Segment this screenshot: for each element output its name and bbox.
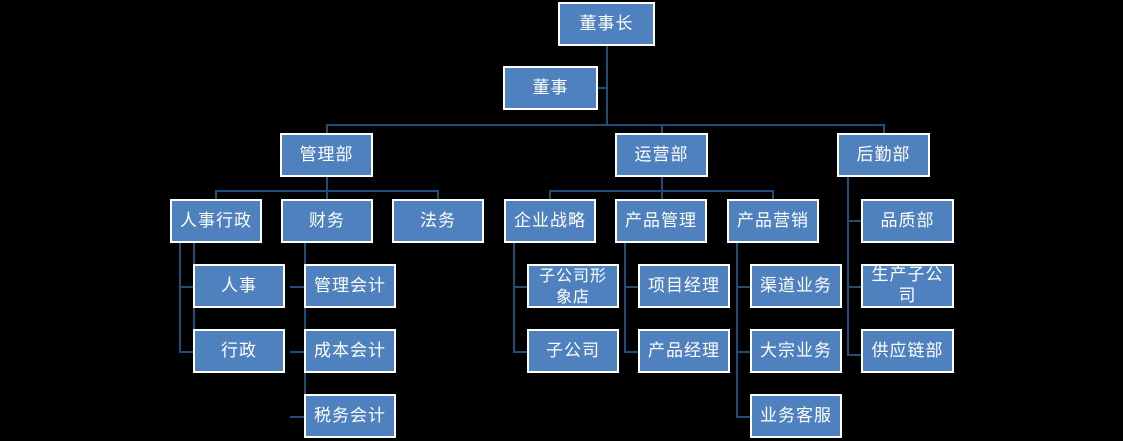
connector-level2-drop-logistics xyxy=(883,124,885,133)
node-bulk-business[interactable]: 大宗业务 xyxy=(750,329,842,373)
connector-logistics-to-quality xyxy=(847,220,861,222)
connector-hr-admin-left-spine xyxy=(179,243,181,353)
connector-product-marketing-to-bulk xyxy=(736,351,750,353)
connector-corp-strategy-to-subsidiary xyxy=(513,351,527,353)
connector-logistics-spine xyxy=(847,177,849,355)
connector-hr-admin-to-hr xyxy=(179,286,193,288)
node-production-subsidiary[interactable]: 生产子公司 xyxy=(861,264,954,308)
connector-product-mgmt-to-project-manager xyxy=(624,286,638,288)
connector-operations-drop-corp-strategy xyxy=(549,190,551,199)
node-product-management[interactable]: 产品管理 xyxy=(615,199,707,243)
connector-management-drop-hr-admin xyxy=(215,190,217,199)
node-hr-admin[interactable]: 人事行政 xyxy=(170,199,262,243)
connector-product-mgmt-spine xyxy=(624,243,626,353)
node-channel-business[interactable]: 渠道业务 xyxy=(750,264,842,308)
node-supply-chain-department[interactable]: 供应链部 xyxy=(861,329,954,373)
connector-management-drop-legal xyxy=(437,190,439,199)
connector-corp-strategy-to-image-store xyxy=(513,286,527,288)
connector-finance-to-tax-accounting xyxy=(290,416,304,418)
node-hr[interactable]: 人事 xyxy=(193,264,285,308)
connector-chairman-to-director-horizontal xyxy=(598,87,608,89)
node-management-department[interactable]: 管理部 xyxy=(280,133,373,177)
connector-product-marketing-to-customer-service xyxy=(736,416,750,418)
connector-management-trunk xyxy=(326,177,328,191)
connector-product-mgmt-to-product-manager xyxy=(624,351,638,353)
connector-management-drop-finance xyxy=(326,190,328,199)
connector-operations-drop-product-mgmt xyxy=(661,190,663,199)
node-legal[interactable]: 法务 xyxy=(392,199,484,243)
connector-finance-to-mgmt-accounting xyxy=(290,286,304,288)
connector-level2-bus xyxy=(326,124,884,126)
node-logistics-department[interactable]: 后勤部 xyxy=(837,133,930,177)
node-finance[interactable]: 财务 xyxy=(281,199,373,243)
connector-chairman-to-director-vertical xyxy=(606,46,608,88)
node-subsidiary-image-store[interactable]: 子公司形象店 xyxy=(527,264,619,308)
node-product-manager[interactable]: 产品经理 xyxy=(638,329,730,373)
connector-finance-to-cost-accounting xyxy=(290,351,304,353)
node-customer-service[interactable]: 业务客服 xyxy=(750,394,842,438)
connector-hr-admin-to-admin xyxy=(179,351,193,353)
node-product-marketing[interactable]: 产品营销 xyxy=(727,199,819,243)
node-tax-accounting[interactable]: 税务会计 xyxy=(304,394,396,438)
connector-operations-trunk xyxy=(661,177,663,191)
node-cost-accounting[interactable]: 成本会计 xyxy=(304,329,396,373)
node-director[interactable]: 董事 xyxy=(503,66,598,110)
node-chairman[interactable]: 董事长 xyxy=(558,2,655,46)
connector-level2-drop-management xyxy=(326,124,328,133)
connector-corp-strategy-spine xyxy=(513,243,515,353)
connector-product-marketing-spine xyxy=(736,243,738,418)
node-project-manager[interactable]: 项目经理 xyxy=(638,264,730,308)
node-corp-strategy[interactable]: 企业战略 xyxy=(504,199,596,243)
node-operations-department[interactable]: 运营部 xyxy=(615,133,708,177)
connector-product-marketing-to-channel xyxy=(736,286,750,288)
connector-logistics-to-supply-chain xyxy=(847,354,861,356)
node-management-accounting[interactable]: 管理会计 xyxy=(304,264,396,308)
connector-operations-drop-product-marketing xyxy=(772,190,774,199)
node-subsidiary[interactable]: 子公司 xyxy=(527,329,619,373)
node-admin[interactable]: 行政 xyxy=(193,329,285,373)
connector-logistics-to-production-sub xyxy=(847,286,861,288)
node-quality-department[interactable]: 品质部 xyxy=(861,199,954,243)
connector-level2-drop-operations xyxy=(661,124,663,133)
connector-director-trunk xyxy=(606,87,608,125)
